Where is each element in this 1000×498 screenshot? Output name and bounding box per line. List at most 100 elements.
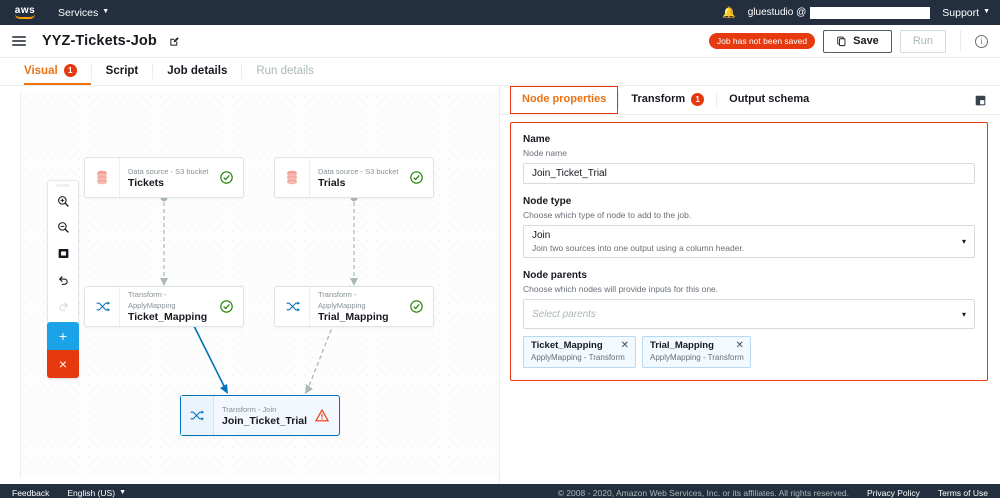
graph-node-trials[interactable]: Data source - S3 bucket Trials — [274, 157, 434, 198]
graph-node-trial-mapping[interactable]: Transform - ApplyMapping Trial_Mapping — [274, 286, 434, 327]
language-selector[interactable]: English (US) ▼ — [67, 488, 126, 498]
panel-tabbar: Node properties Transform 1 Output schem… — [500, 86, 1000, 115]
node-parents-placeholder: Select parents — [532, 308, 596, 320]
node-status-ok-icon — [410, 158, 433, 197]
field-node-parents-label: Node parents — [523, 270, 587, 281]
tab-job-details-label: Job details — [167, 64, 228, 77]
remove-parent-icon[interactable]: ✕ — [735, 340, 744, 351]
terms-of-use-link[interactable]: Terms of Use — [937, 488, 988, 498]
info-icon[interactable]: i — [975, 34, 988, 48]
node-status-ok-icon — [410, 287, 433, 326]
tab-script-label: Script — [105, 64, 139, 77]
save-icon — [837, 36, 846, 46]
tab-transform[interactable]: Transform 1 — [619, 86, 716, 114]
aws-top-nav: aws Services ▼ 🔔 gluestudio @ Support ▼ — [0, 0, 1000, 25]
node-name-input[interactable]: Join_Ticket_Trial — [523, 163, 975, 184]
divider — [960, 30, 961, 52]
collapse-panel-icon[interactable] — [975, 86, 1000, 114]
fit-to-screen-icon[interactable] — [47, 240, 79, 266]
services-menu-label: Services — [58, 6, 99, 19]
divider — [618, 92, 620, 108]
node-type-select[interactable]: Join Join two sources into one output us… — [523, 225, 975, 258]
graph-node-join-ticket-trial[interactable]: Transform - Join Join_Ticket_Trial — [180, 395, 340, 436]
parent-chip-name: Ticket_Mapping — [531, 340, 603, 351]
node-parents-chips: Ticket_Mapping ✕ ApplyMapping - Transfor… — [523, 336, 975, 368]
tab-transform-badge: 1 — [691, 92, 705, 106]
tab-output-schema[interactable]: Output schema — [717, 86, 821, 114]
node-properties-form: Name Node name Join_Ticket_Trial Node ty… — [510, 122, 988, 381]
services-menu[interactable]: Services ▼ — [58, 7, 109, 19]
parent-chip-subtitle: ApplyMapping - Transform — [650, 353, 744, 362]
aws-logo[interactable]: aws — [10, 6, 40, 19]
header-actions: Job has not been saved Save Run i — [708, 29, 988, 53]
tab-run-details: Run details — [242, 58, 328, 85]
account-label: gluestudio @ — [747, 7, 807, 18]
tab-visual[interactable]: Visual 1 — [24, 58, 91, 85]
node-type-label: Transform - ApplyMapping — [318, 290, 366, 310]
parent-chip[interactable]: Trial_Mapping ✕ ApplyMapping - Transform — [642, 336, 751, 368]
node-name-label: Join_Ticket_Trial — [221, 414, 307, 427]
support-menu[interactable]: Support ▼ — [942, 7, 990, 19]
parent-chip-name: Trial_Mapping — [650, 340, 714, 351]
parent-chip[interactable]: Ticket_Mapping ✕ ApplyMapping - Transfor… — [523, 336, 637, 368]
zoom-out-icon[interactable] — [47, 214, 79, 240]
node-status-ok-icon — [220, 158, 243, 197]
feedback-link[interactable]: Feedback — [12, 488, 50, 498]
parent-chip-top: Trial_Mapping ✕ — [650, 340, 744, 352]
tab-script[interactable]: Script — [92, 58, 153, 85]
account-menu[interactable]: gluestudio @ — [747, 6, 931, 19]
node-name-label: Trials — [318, 176, 346, 189]
save-button[interactable]: Save — [823, 29, 892, 53]
divider — [716, 92, 718, 108]
chevron-down-icon: ▼ — [119, 488, 126, 496]
account-id-redacted — [810, 6, 931, 19]
database-icon — [275, 158, 310, 197]
transform-shuffle-icon — [85, 287, 120, 326]
tab-visual-badge: 1 — [63, 64, 77, 77]
job-graph-canvas[interactable]: + × Data source - S3 bucket Tickets — [20, 92, 499, 478]
chevron-down-icon: ▾ — [961, 309, 966, 319]
visual-canvas-area: + × Data source - S3 bucket Tickets — [0, 86, 500, 484]
database-icon — [85, 158, 120, 197]
privacy-policy-link[interactable]: Privacy Policy — [867, 488, 920, 498]
support-menu-label: Support — [942, 6, 980, 19]
copyright-text: © 2008 - 2020, Amazon Web Services, Inc.… — [557, 488, 850, 498]
zoom-in-icon[interactable] — [47, 188, 79, 214]
node-text: Transform - ApplyMapping Ticket_Mapping — [120, 287, 220, 326]
save-button-label: Save — [853, 35, 879, 47]
transform-shuffle-icon — [181, 396, 214, 435]
node-type-label: Data source - S3 bucket — [318, 166, 399, 176]
tab-job-details[interactable]: Job details — [153, 58, 241, 85]
undo-icon[interactable] — [47, 266, 79, 292]
delete-node-button[interactable]: × — [47, 350, 79, 378]
tab-output-schema-label: Output schema — [729, 93, 810, 105]
chevron-down-icon: ▼ — [983, 8, 990, 15]
node-name-label: Trial_Mapping — [318, 311, 389, 323]
aws-logo-swoosh — [15, 14, 35, 19]
edit-pencil-icon[interactable] — [169, 36, 180, 47]
run-button: Run — [899, 29, 946, 53]
node-parents-select[interactable]: Select parents ▾ — [523, 299, 975, 329]
bell-icon[interactable]: 🔔 — [722, 7, 736, 19]
transform-shuffle-icon — [275, 287, 310, 326]
graph-node-ticket-mapping[interactable]: Transform - ApplyMapping Ticket_Mapping — [84, 286, 244, 327]
parent-chip-subtitle: ApplyMapping - Transform — [531, 353, 625, 362]
canvas-toolbar: + × — [47, 180, 79, 379]
add-node-button[interactable]: + — [47, 322, 79, 350]
tab-visual-label: Visual — [24, 64, 58, 77]
node-type-label: Transform - Join — [221, 404, 277, 414]
toolbar-drag-handle[interactable] — [56, 184, 70, 187]
tab-run-details-label: Run details — [256, 64, 314, 77]
hamburger-icon[interactable] — [12, 36, 26, 46]
divider — [90, 64, 92, 79]
field-node-type-label: Node type — [523, 196, 572, 207]
remove-parent-icon[interactable]: ✕ — [620, 340, 630, 351]
aws-logo-text: aws — [14, 5, 36, 16]
page-header: YYZ-Tickets-Job Job has not been saved S… — [0, 25, 1000, 58]
run-button-label: Run — [912, 35, 933, 47]
node-type-label: Data source - S3 bucket — [128, 166, 209, 176]
field-node-type: Node type Choose which type of node to a… — [523, 195, 975, 258]
footer-right: © 2008 - 2020, Amazon Web Services, Inc.… — [558, 488, 988, 498]
tab-node-properties[interactable]: Node properties — [510, 86, 619, 114]
graph-node-tickets[interactable]: Data source - S3 bucket Tickets — [84, 157, 244, 198]
